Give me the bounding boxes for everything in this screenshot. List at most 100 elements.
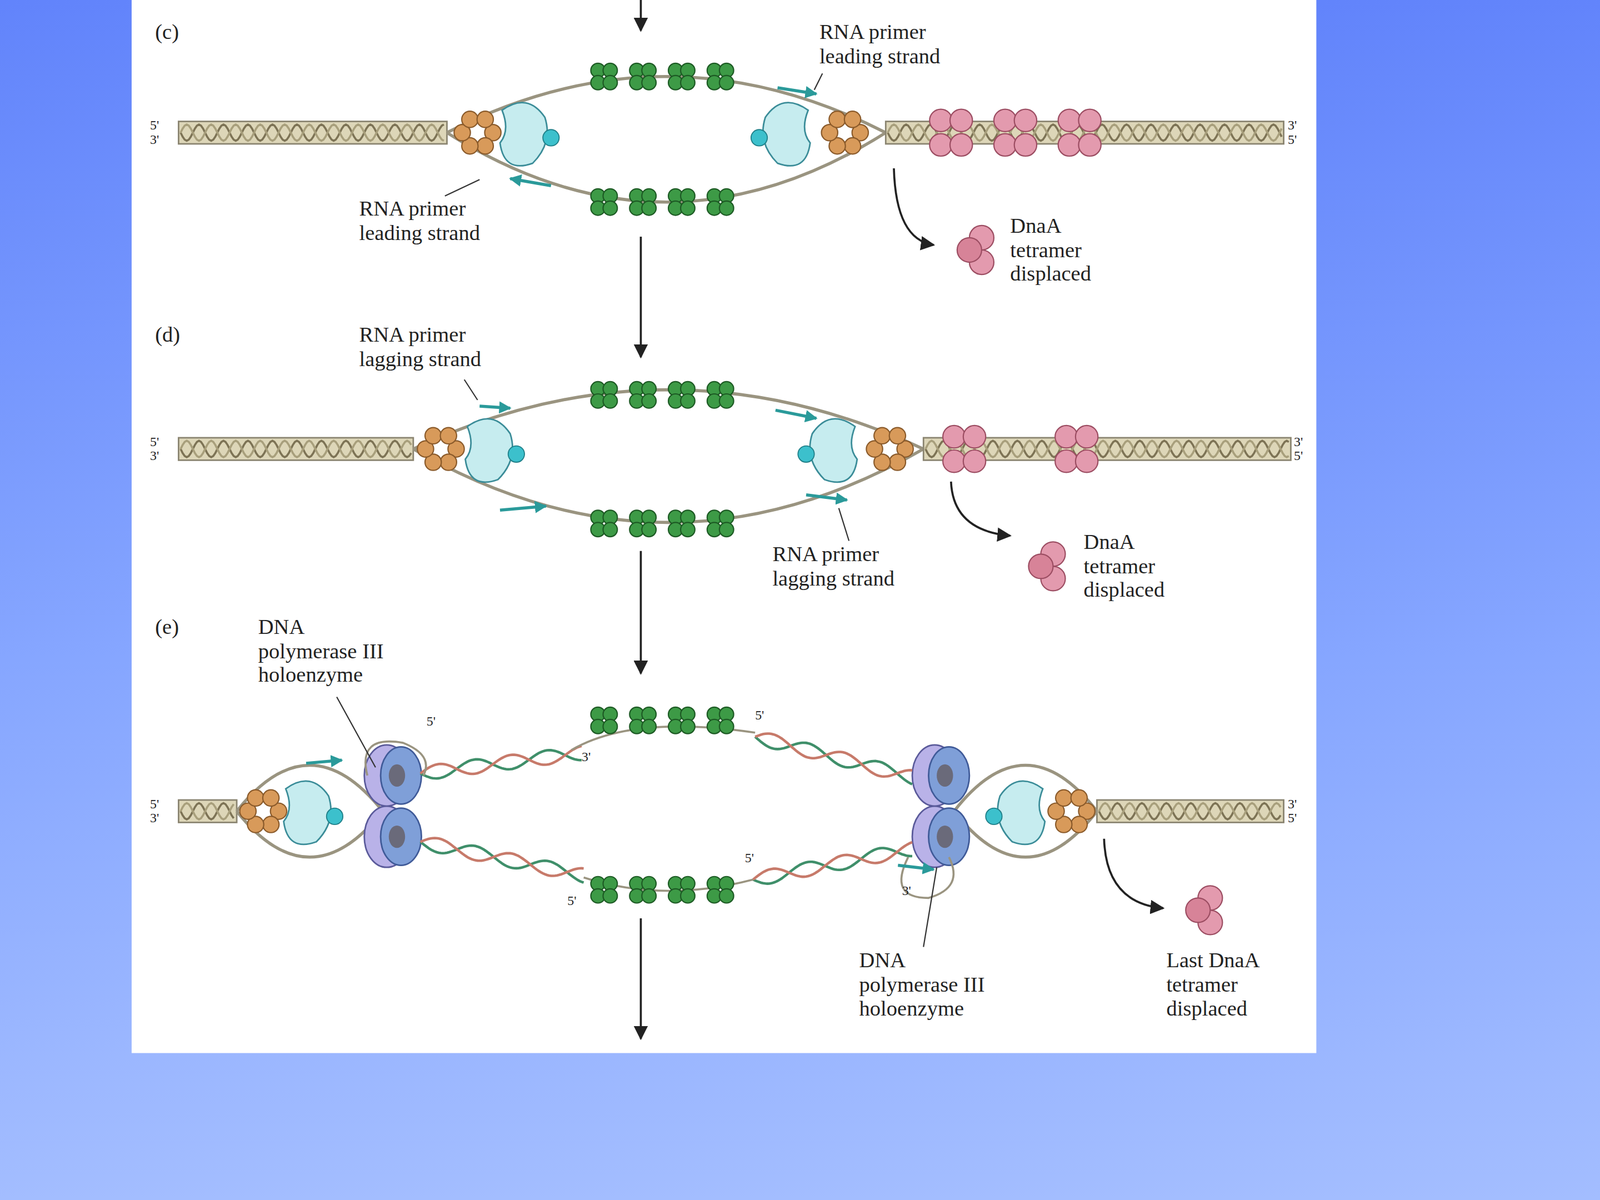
strand-end-label: 3' bbox=[150, 132, 159, 148]
strand-end-label: 5' bbox=[150, 118, 159, 134]
dnaa-protein bbox=[1075, 450, 1098, 473]
ssb-protein bbox=[641, 719, 657, 734]
dnaa-protein bbox=[1055, 425, 1078, 448]
ssb-protein bbox=[719, 522, 734, 537]
dnaa-protein bbox=[929, 109, 952, 132]
helicase-subunit bbox=[844, 137, 861, 154]
ssb-protein bbox=[719, 201, 734, 216]
strand-end-label: 3' bbox=[1287, 796, 1297, 812]
primase-domain bbox=[751, 129, 768, 146]
dnaa-protein bbox=[993, 109, 1017, 132]
helix-strand bbox=[180, 124, 444, 141]
helix-strand bbox=[180, 803, 234, 820]
dnaa-protein bbox=[963, 450, 986, 473]
ssb-protein bbox=[680, 522, 695, 537]
step-arrow bbox=[640, 918, 643, 1039]
strand-end-label: 5' bbox=[755, 708, 764, 724]
ssb-protein bbox=[719, 719, 734, 734]
primase-domain bbox=[985, 808, 1002, 825]
ssb-protein bbox=[603, 888, 618, 904]
label: Last DnaA tetramer displaced bbox=[1166, 948, 1269, 1022]
label: (e) bbox=[155, 615, 179, 640]
primase bbox=[762, 102, 810, 167]
helicase-subunit bbox=[262, 816, 279, 833]
helix-strand bbox=[1098, 803, 1281, 820]
rna-primer bbox=[777, 87, 817, 94]
leader-line bbox=[838, 508, 849, 542]
dnaa-protein bbox=[950, 109, 973, 132]
ssb-protein bbox=[641, 201, 657, 216]
strand-end-label: 5' bbox=[1287, 132, 1297, 148]
dnaa-protein bbox=[1014, 133, 1037, 157]
helix-strand bbox=[1098, 803, 1281, 820]
rna-primer bbox=[479, 406, 510, 409]
ssb-protein bbox=[603, 719, 618, 734]
helicase-subunit bbox=[477, 137, 494, 154]
release-arrow bbox=[893, 168, 934, 245]
helicase-subunit bbox=[461, 111, 478, 128]
ssb-protein bbox=[641, 75, 657, 90]
leader-line bbox=[445, 179, 480, 196]
dnaa-protein bbox=[942, 450, 965, 473]
rna-primer bbox=[510, 178, 551, 186]
dnaa-protein bbox=[1078, 109, 1101, 132]
rna-primer bbox=[806, 495, 847, 500]
daughter-strand bbox=[753, 842, 913, 880]
pol-iii-ring bbox=[380, 746, 422, 804]
ssb-protein bbox=[680, 393, 695, 409]
pol-iii-hole bbox=[936, 764, 953, 787]
pol-iii-ring bbox=[928, 746, 969, 804]
release-arrow bbox=[1103, 838, 1164, 909]
ssb-protein bbox=[719, 393, 734, 409]
ssb-protein bbox=[641, 522, 657, 537]
ssb-protein bbox=[641, 393, 657, 409]
strand-end-label: 5' bbox=[150, 796, 159, 812]
ssb-protein bbox=[603, 393, 618, 409]
strand-end-label: 5' bbox=[150, 434, 159, 450]
helicase-subunit bbox=[1071, 816, 1088, 833]
primase-domain bbox=[326, 808, 343, 825]
helicase-subunit bbox=[1071, 790, 1088, 807]
pol-iii-ring bbox=[380, 808, 422, 866]
label: RNA primer leading strand bbox=[359, 196, 513, 245]
strand-end-label: 3' bbox=[1287, 118, 1297, 134]
primase bbox=[500, 102, 548, 167]
rna-primer bbox=[775, 410, 817, 419]
dnaa-protein bbox=[942, 425, 965, 448]
strand-end-label: 3' bbox=[150, 448, 159, 464]
helicase-subunit bbox=[477, 111, 494, 128]
strand-end-label: 5' bbox=[745, 851, 754, 867]
helicase-subunit bbox=[873, 427, 890, 444]
primase bbox=[465, 418, 513, 483]
primase bbox=[997, 781, 1045, 845]
leader-line bbox=[814, 73, 823, 90]
pol-iii-hole bbox=[388, 764, 405, 787]
label: RNA primer leading strand bbox=[819, 20, 973, 69]
dna-duplex bbox=[178, 121, 447, 144]
label: DnaA tetramer displaced bbox=[1083, 530, 1187, 603]
primase-domain bbox=[542, 129, 559, 146]
dna-duplex bbox=[1096, 800, 1284, 823]
label: DNA polymerase III holoenzyme bbox=[859, 948, 998, 1022]
strand-end-label: 5' bbox=[1287, 811, 1297, 827]
leader-line bbox=[923, 867, 937, 947]
dnaa-protein bbox=[1055, 450, 1078, 473]
leader-line bbox=[336, 696, 376, 768]
strand-end-label: 5' bbox=[1293, 448, 1303, 464]
helicase-subunit bbox=[440, 427, 457, 444]
helix-strand bbox=[180, 440, 412, 457]
helicase-subunit bbox=[262, 790, 279, 807]
dnaa-protein bbox=[1185, 897, 1210, 923]
strand-end-label: 3' bbox=[150, 811, 159, 827]
label: DNA polymerase III holoenzyme bbox=[258, 615, 397, 688]
dnaa-protein bbox=[1075, 425, 1098, 448]
rna-primer bbox=[897, 865, 934, 870]
primase-domain bbox=[508, 446, 525, 463]
rna-primer bbox=[306, 760, 342, 764]
helicase-subunit bbox=[1055, 790, 1072, 807]
ssb-protein bbox=[680, 201, 695, 216]
rna-primer bbox=[500, 506, 547, 510]
daughter-strand bbox=[755, 733, 913, 777]
